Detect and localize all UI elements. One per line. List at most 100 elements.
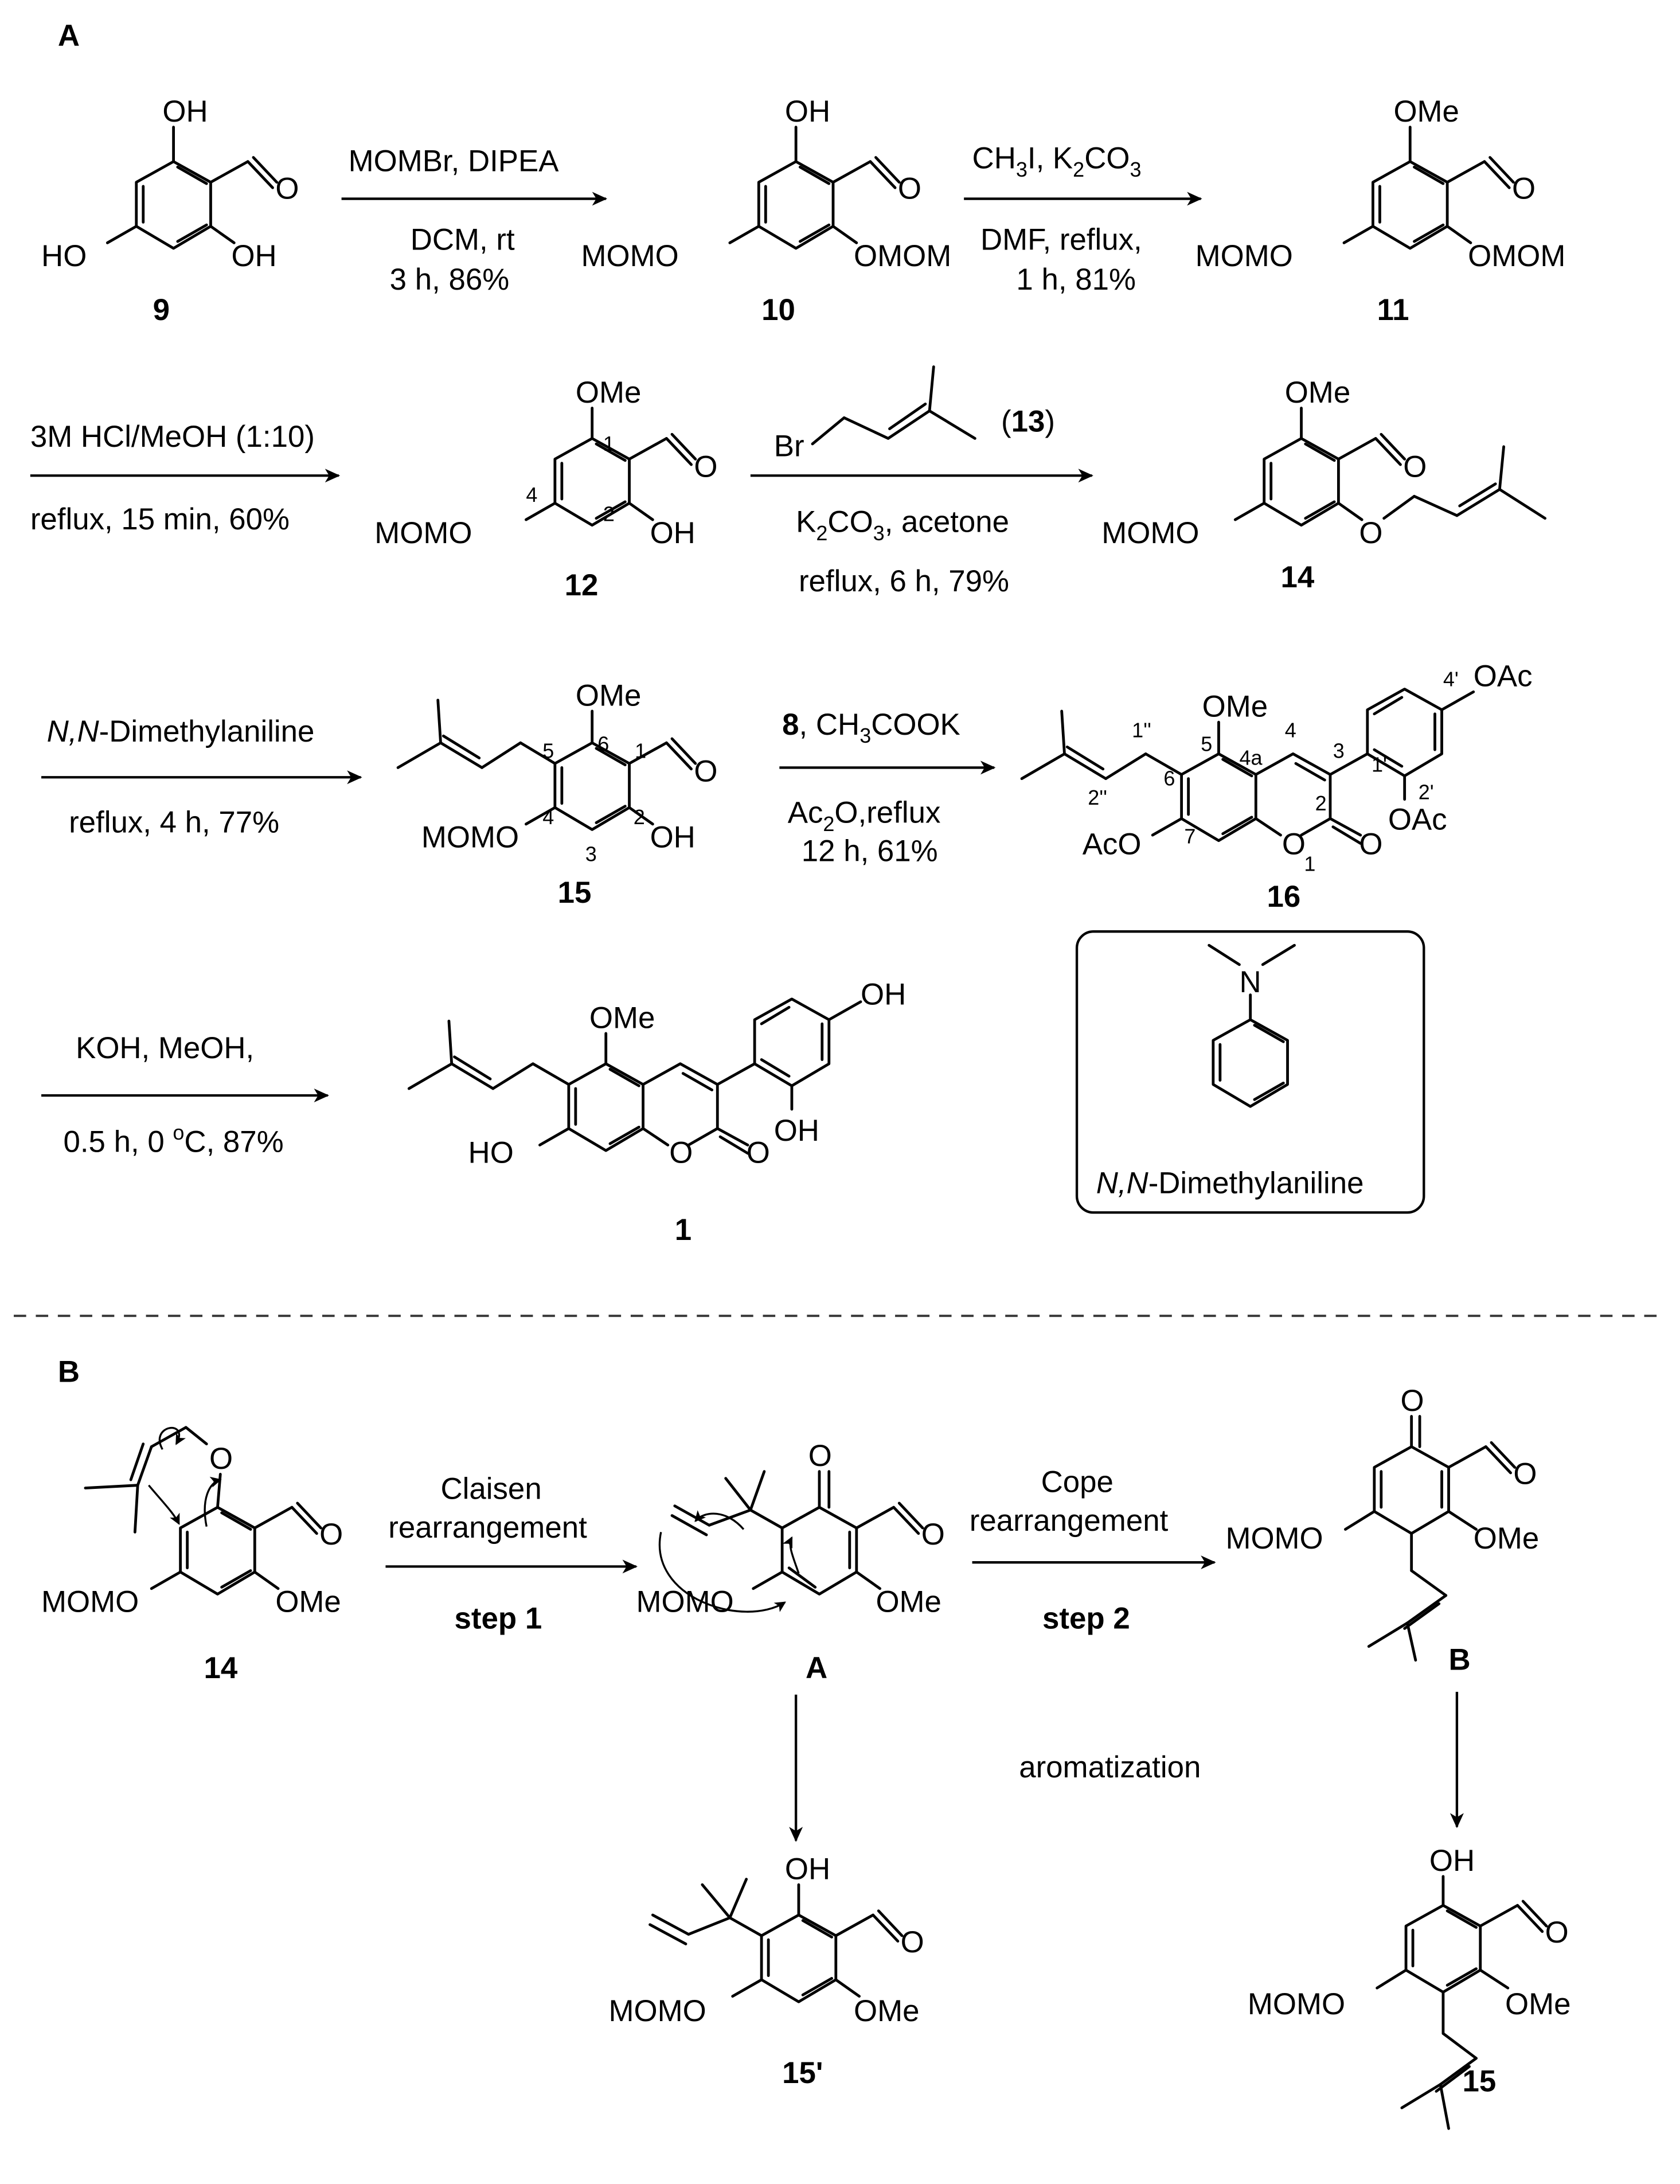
compound-10-structure (728, 126, 901, 250)
atom-label: Br (774, 430, 804, 463)
reagent-text: 8, CH3COOK (782, 708, 960, 747)
curved-arrow (658, 1531, 786, 1613)
compound-12-structure (525, 407, 697, 527)
position-number: 4 (1285, 719, 1296, 742)
position-number: 1 (603, 432, 615, 455)
atom-label: O (1512, 172, 1536, 206)
compound-number-10: 10 (761, 293, 795, 327)
atom-label: MOMO (1101, 516, 1199, 550)
cope-label: Cope (1041, 1465, 1114, 1499)
condition-text: 1 h, 81% (1016, 263, 1136, 297)
atom-label: OH (861, 977, 906, 1011)
atom-label: O (209, 1442, 233, 1476)
atom-label: OH (650, 516, 696, 550)
compound-number-12: 12 (565, 568, 599, 602)
atom-label: O (1282, 828, 1306, 861)
reagent-text: MOMBr, DIPEA (349, 145, 560, 178)
atom-label: OMe (576, 376, 641, 410)
atom-label: OH (650, 821, 696, 855)
position-number: 2' (1419, 781, 1434, 804)
position-number: 4a (1239, 746, 1263, 770)
panel-label-b: B (58, 1355, 80, 1389)
atom-label: O (898, 172, 921, 206)
condition-text: reflux, 15 min, 60% (30, 502, 290, 536)
atom-label: MOMO (1225, 1522, 1323, 1555)
atom-label: OH (785, 1852, 830, 1886)
atom-label: OMOM (854, 239, 951, 273)
position-number: 5 (1201, 732, 1212, 756)
compound-number-15: 15 (558, 876, 592, 910)
compound-14-structure (1233, 407, 1547, 527)
condition-text: Ac2O,reflux (788, 795, 941, 835)
atom-label: OMe (275, 1585, 341, 1619)
position-number: 6 (597, 732, 609, 756)
prenyl-bromide-13-structure (811, 365, 976, 446)
condition-text: 12 h, 61% (802, 834, 938, 868)
atom-label: MOMO (41, 1585, 139, 1619)
curved-arrow (158, 1426, 186, 1450)
atom-label: O (921, 1518, 945, 1551)
atom-label: O (1400, 1384, 1424, 1418)
compound-number-9: 9 (153, 293, 170, 327)
step2-label: step 2 (1042, 1601, 1130, 1635)
position-number: 6 (1163, 767, 1175, 790)
atom-label: OMe (1285, 376, 1350, 410)
reagent-text: N,N-Dimethylaniline (47, 715, 315, 748)
compound-15b-structure (1376, 1875, 1548, 2130)
curved-arrow (782, 1536, 800, 1574)
compound-11-structure (1342, 126, 1515, 250)
dimethylaniline-structure (1208, 943, 1296, 1108)
compound-number-11: 11 (1377, 293, 1409, 327)
compound-number-1: 1 (675, 1213, 691, 1247)
position-number: 4 (542, 805, 554, 829)
aromatization-label: aromatization (1019, 1750, 1201, 1784)
intermediate-b-structure (1344, 1415, 1517, 1662)
atom-label: O (275, 172, 299, 206)
compound-16-structure (1020, 688, 1475, 845)
position-number: 4 (526, 483, 537, 506)
position-number: 1 (1304, 852, 1315, 876)
step1-label: step 1 (455, 1601, 542, 1635)
atom-label: O (1359, 516, 1382, 550)
panel-label-a: A (58, 19, 80, 53)
position-number: 2'' (1088, 786, 1107, 809)
position-number: 5 (542, 739, 554, 763)
atom-label: MOMO (1195, 239, 1293, 273)
dimethylaniline-box (1075, 930, 1425, 1214)
condition-text: reflux, 4 h, 77% (69, 805, 279, 839)
atom-label: O (669, 1136, 693, 1170)
reagent-text: CH3I, K2CO3 (972, 142, 1142, 181)
position-number: 2 (634, 805, 645, 829)
atom-label: MOMO (374, 516, 472, 550)
claisen-label: rearrangement (388, 1511, 587, 1545)
atom-label: O (1545, 1916, 1569, 1949)
atom-label: O (319, 1518, 343, 1551)
intermediate-label-a: A (806, 1651, 827, 1685)
position-number: 4' (1443, 668, 1459, 691)
claisen-label: Claisen (441, 1472, 542, 1506)
atom-label: N (1239, 965, 1261, 999)
atom-label: MOMO (609, 1994, 706, 2028)
atom-label: OMe (1202, 690, 1268, 724)
atom-label: O (1403, 450, 1427, 484)
atom-label: AcO (1083, 828, 1142, 861)
position-number: 2 (1315, 791, 1327, 815)
atom-label: OMe (876, 1585, 941, 1619)
position-number: 1' (1372, 753, 1387, 777)
compound-9-structure (106, 126, 279, 250)
reagent-text: 3M HCl/MeOH (1:10) (30, 420, 315, 454)
atom-label: OH (162, 95, 208, 128)
atom-label: OMe (589, 1001, 655, 1035)
atom-label: OH (774, 1114, 819, 1148)
compound-number-15-prime: 15' (782, 2056, 823, 2090)
position-number: 3 (585, 843, 597, 866)
atom-label: OMe (854, 1994, 919, 2028)
compound-number-14: 14 (1281, 560, 1315, 594)
compound-14-mechanism-structure (84, 1426, 322, 1596)
compound-15-structure (396, 699, 697, 831)
atom-label: MOMO (421, 821, 519, 855)
dimethylaniline-label: N,N-Dimethylaniline (1096, 1167, 1364, 1200)
atom-label: OMe (576, 678, 641, 712)
condition-text: reflux, 6 h, 79% (799, 564, 1009, 598)
position-number: 7 (1184, 825, 1195, 848)
